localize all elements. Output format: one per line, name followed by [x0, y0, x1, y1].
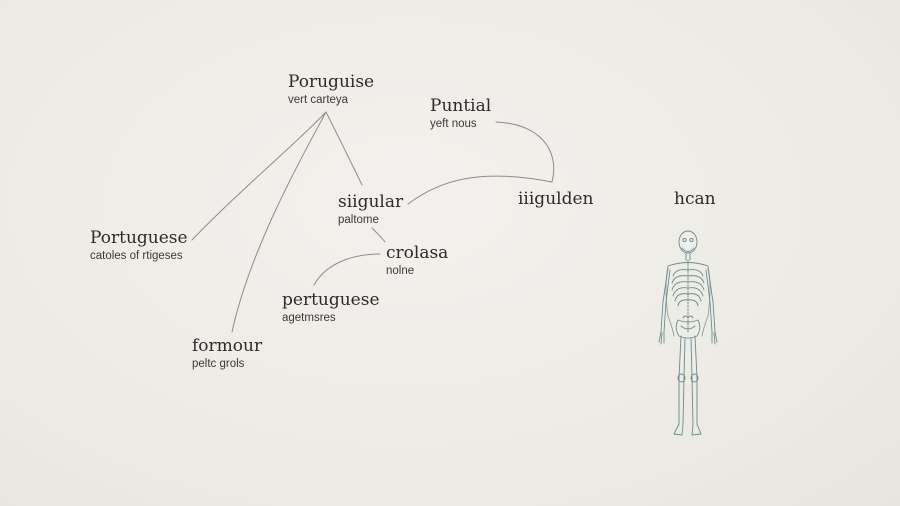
link-siigular-crolasa	[371, 227, 386, 243]
node-title: formour	[192, 336, 263, 356]
jaw	[681, 247, 695, 252]
left-arm	[658, 267, 671, 345]
node-hcan: hcan	[674, 189, 716, 209]
node-portuguese: Portuguese catoles of rtigeses	[90, 228, 188, 263]
node-puntial: Puntial yeft nous	[430, 96, 491, 131]
node-siigular: siigular paltome	[338, 192, 403, 227]
right-arm	[705, 267, 718, 345]
node-title: siigular	[338, 192, 404, 212]
link-crolasa-pertuguese	[313, 253, 381, 286]
pelvis	[675, 315, 701, 339]
node-subtitle: agetmsres	[282, 312, 336, 324]
node-title: pertuguese	[282, 290, 380, 310]
node-subtitle: nolne	[386, 265, 415, 277]
node-title: hcan	[674, 189, 716, 209]
link-poruguise-formour	[231, 111, 327, 333]
neck	[685, 252, 691, 261]
right-leg	[690, 335, 702, 436]
node-iiigulden: iiigulden	[518, 189, 593, 209]
node-subtitle: vert carteya	[288, 94, 349, 106]
ribcage	[671, 269, 705, 307]
node-crolasa: crolasa nolne	[386, 243, 448, 278]
link-poruguise-portuguese	[191, 111, 327, 241]
torso-outline	[665, 265, 711, 337]
link-poruguise-siigular	[325, 111, 363, 186]
node-subtitle: catoles of rtigeses	[90, 250, 183, 262]
link-puntial-iiigulden	[495, 121, 555, 183]
node-title: Portuguese	[90, 228, 188, 248]
clavicle	[667, 262, 709, 267]
node-title: Puntial	[430, 96, 492, 116]
node-subtitle: yeft nous	[430, 118, 477, 130]
link-siigular-iiigulden	[407, 175, 553, 205]
node-poruguise: Poruguise vert carteya	[288, 72, 374, 107]
node-subtitle: paltome	[338, 214, 379, 226]
node-title: iiigulden	[518, 189, 594, 209]
node-formour: formour peltc grols	[192, 336, 262, 371]
left-leg	[673, 335, 686, 436]
node-title: Poruguise	[288, 72, 375, 92]
node-subtitle: peltc grols	[192, 358, 245, 370]
skull	[678, 230, 698, 254]
node-title: crolasa	[386, 243, 449, 263]
anatomical-skeleton-figure	[658, 230, 718, 436]
node-pertuguese: pertuguese agetmsres	[282, 290, 380, 325]
